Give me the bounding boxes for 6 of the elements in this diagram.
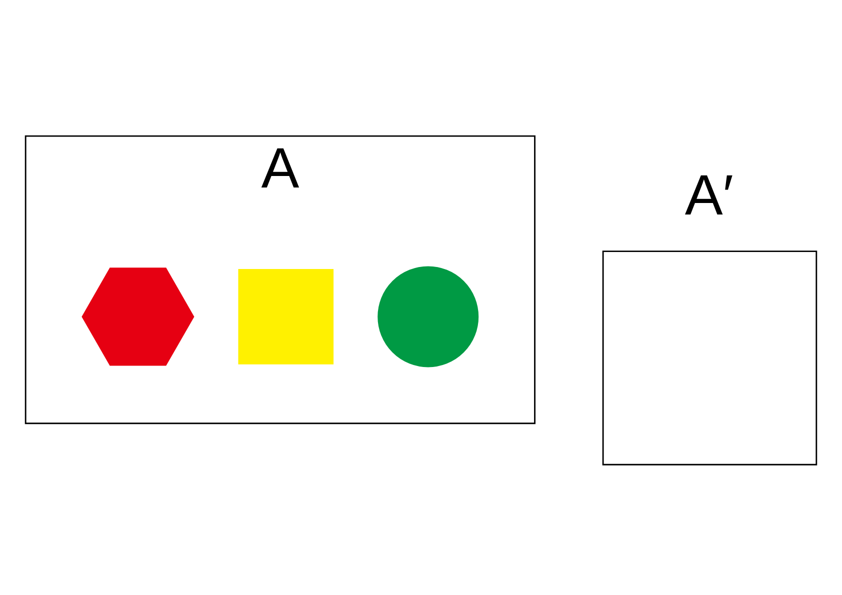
node-box — [238, 269, 334, 364]
node-hexagon — [82, 268, 194, 366]
cluster: A — [24, 135, 536, 424]
node-label: A′ — [684, 163, 734, 228]
node-box — [602, 250, 818, 466]
node-circle — [378, 266, 479, 368]
